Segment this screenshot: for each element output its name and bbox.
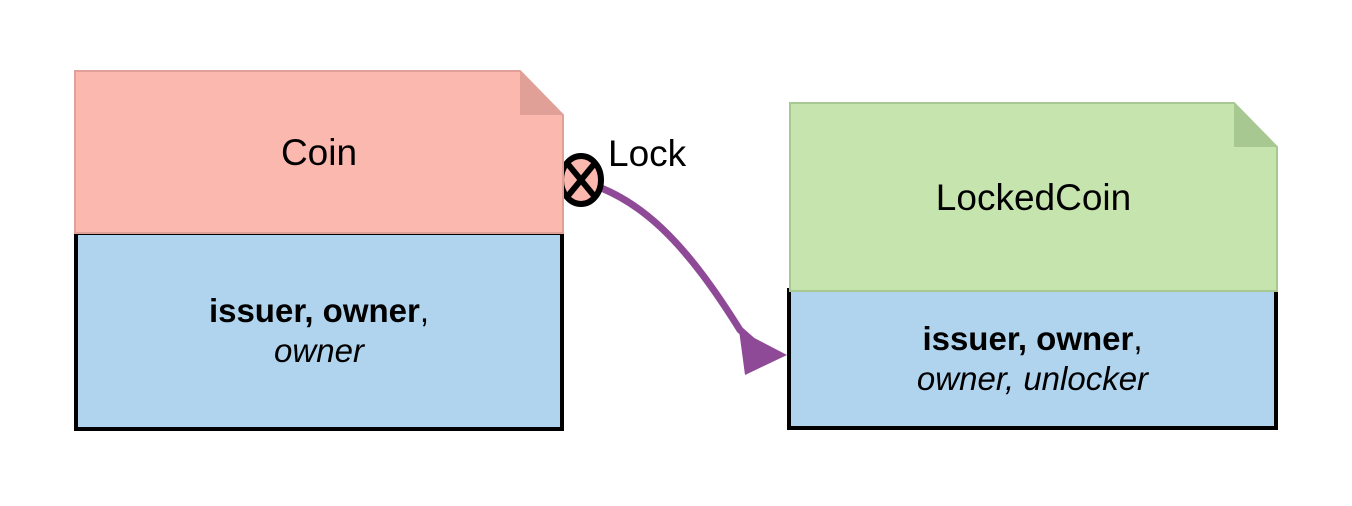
class-header-lockedcoin[interactable]: LockedCoin (789, 102, 1278, 292)
attribute-owned-names: issuer, owner (922, 319, 1134, 357)
class-header-coin[interactable]: Coin (74, 70, 564, 234)
note-fold-shape (74, 70, 564, 234)
lock-edge-arrowhead (739, 330, 787, 375)
attribute-line-1: issuer, owner, (209, 291, 429, 331)
note-fold-shape (789, 102, 1278, 292)
edge-label-lock[interactable]: Lock (608, 133, 687, 174)
class-attributes-coin[interactable]: issuer, owner, owner (74, 231, 564, 431)
attribute-line-2: owner, unlocker (916, 360, 1149, 397)
attribute-owned-names: issuer, owner (208, 291, 420, 329)
attribute-separator: , (1133, 319, 1143, 357)
class-attributes-lockedcoin[interactable]: issuer, owner, owner, unlocker (787, 288, 1278, 430)
attribute-line-1: issuer, owner, (922, 319, 1142, 359)
class-name-coin: Coin (280, 131, 358, 173)
lock-edge-path (562, 174, 769, 356)
class-name-lockedcoin: LockedCoin (935, 176, 1132, 218)
attribute-separator: , (419, 291, 430, 329)
attribute-line-2: owner (274, 332, 364, 369)
circle-cross-icon (558, 153, 604, 207)
